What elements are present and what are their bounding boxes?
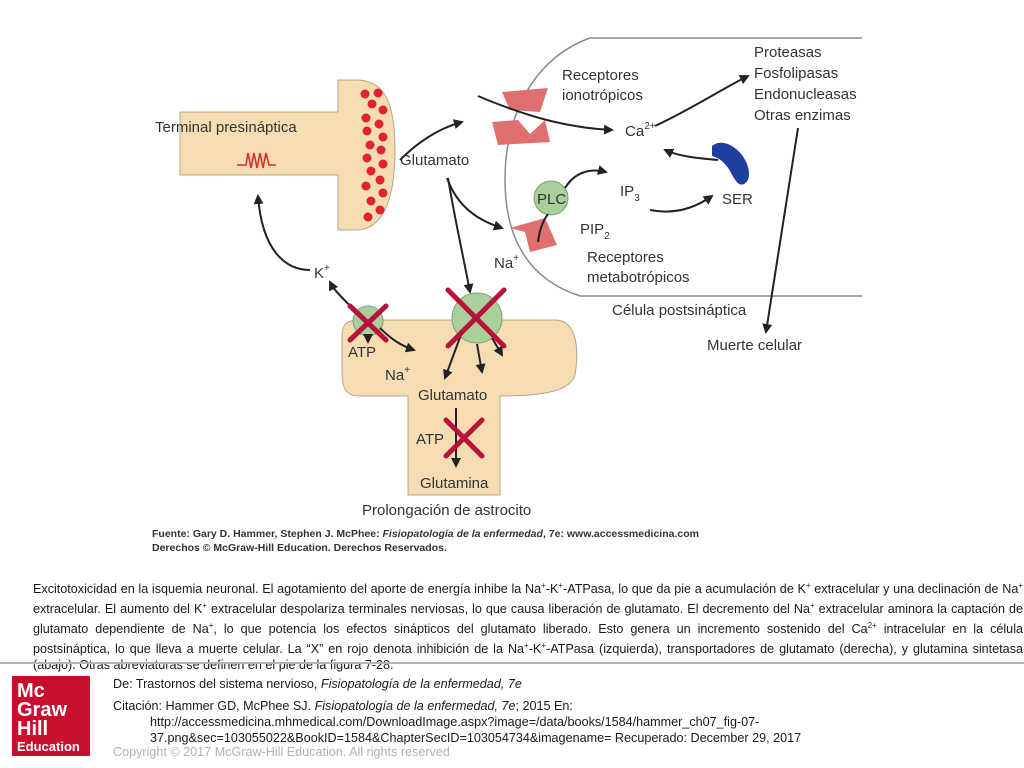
arrow-plc-to-ip3: [564, 165, 608, 189]
label-na-right: Na+: [494, 253, 519, 272]
arrow-ip3-to-ser: [649, 194, 714, 213]
inhibition-x-glutamate-transporter: [445, 287, 507, 349]
caption-text: Excitotoxicidad en la isquemia neuronal.…: [33, 581, 1023, 673]
arrows: [253, 75, 799, 468]
inhibition-x-glutamine-synthetase: [443, 417, 485, 459]
logo-line-hill: Hill: [17, 718, 49, 740]
inhibition-marks: [347, 287, 507, 459]
footer-divider: [0, 662, 1024, 664]
label-ser: SER: [722, 191, 753, 208]
label-fosfolipasas: Fosfolipasas: [754, 65, 838, 82]
label-pip2: PIP2: [580, 221, 610, 242]
arrow-na-up: [537, 213, 549, 243]
presynaptic-terminal: [179, 79, 396, 231]
arrow-enzymes-to-death: [762, 127, 799, 334]
label-muerte-celular: Muerte celular: [707, 337, 802, 354]
label-otras-enzimas: Otras enzimas: [754, 107, 851, 124]
astrocyte-process: [341, 319, 578, 496]
label-na-left: Na+: [385, 365, 410, 384]
arrow-glutamate-uptake: [447, 177, 474, 294]
copyright-notice: Copyright © 2017 McGraw-Hill Education. …: [113, 745, 450, 759]
label-proteasas: Proteasas: [754, 44, 822, 61]
arrow-transporter-glutamate: [443, 331, 463, 380]
figure-source-line: Fuente: Gary D. Hammer, Stephen J. McPhe…: [152, 528, 699, 540]
plc-enzyme: [533, 180, 569, 216]
action-potential-icon: [237, 152, 276, 169]
logo-line-mc: Mc: [17, 680, 45, 702]
citation: Citación: Hammer GD, McPhee SJ. Fisiopat…: [113, 698, 913, 746]
figure-caption: Excitotoxicidad en la isquemia neuronal.…: [33, 578, 1023, 674]
mcgraw-hill-logo: Mc Graw Hill Education: [12, 676, 90, 756]
arrow-ca-to-enzymes: [654, 75, 750, 127]
source-chapter: De: Trastornos del sistema nervioso, Fis…: [113, 677, 522, 691]
label-terminal-presinaptica: Terminal presináptica: [155, 119, 297, 136]
label-glutamato-astrocito: Glutamato: [418, 387, 487, 404]
ionotropic-receptor-top: [502, 88, 548, 112]
label-atp-left: ATP: [348, 344, 376, 361]
label-ca: Ca2+: [625, 121, 656, 140]
label-glutamato-top: Glutamato: [400, 152, 469, 169]
label-ip3: IP3: [620, 183, 640, 204]
label-glutamina: Glutamina: [420, 475, 489, 492]
postsynaptic-membrane: [504, 37, 862, 297]
arrow-transporter-na: [491, 337, 504, 357]
arrow-ser-to-ca: [663, 148, 719, 161]
logo-line-graw: Graw: [17, 699, 68, 721]
label-atp-bottom: ATP: [416, 431, 444, 448]
figure-rights-line: Derechos © McGraw-Hill Education. Derech…: [152, 542, 447, 554]
excitotoxicity-diagram: Terminal presináptica Glutamato Receptor…: [152, 37, 862, 554]
arrow-k-to-terminal: [253, 194, 311, 271]
ionotropic-receptor-bottom: [492, 120, 550, 145]
label-plc: PLC: [537, 191, 566, 208]
citation-url-line-1[interactable]: http://accessmedicina.mhmedical.com/Down…: [150, 715, 760, 729]
arrow-ca-influx: [477, 95, 614, 135]
label-celula-postsinaptica: Célula postsináptica: [612, 302, 747, 319]
ser-icon: [712, 142, 750, 185]
label-prolongacion-astrocito: Prolongación de astrocito: [362, 502, 531, 519]
arrow-na-k-atpase-na: [379, 327, 416, 353]
arrow-glutamate-release: [399, 119, 464, 161]
synaptic-vesicles: [360, 88, 388, 222]
label-endonucleasas: Endonucleasas: [754, 86, 857, 103]
logo-line-education: Education: [17, 739, 80, 754]
arrow-transporter-down: [475, 343, 486, 374]
citation-url-line-2[interactable]: 37.png&sec=103055022&BookID=1584&Chapter…: [150, 731, 802, 745]
inhibition-x-na-k-atpase: [347, 303, 389, 343]
label-k: K+: [314, 263, 330, 282]
metabotropic-receptor: [510, 218, 557, 252]
